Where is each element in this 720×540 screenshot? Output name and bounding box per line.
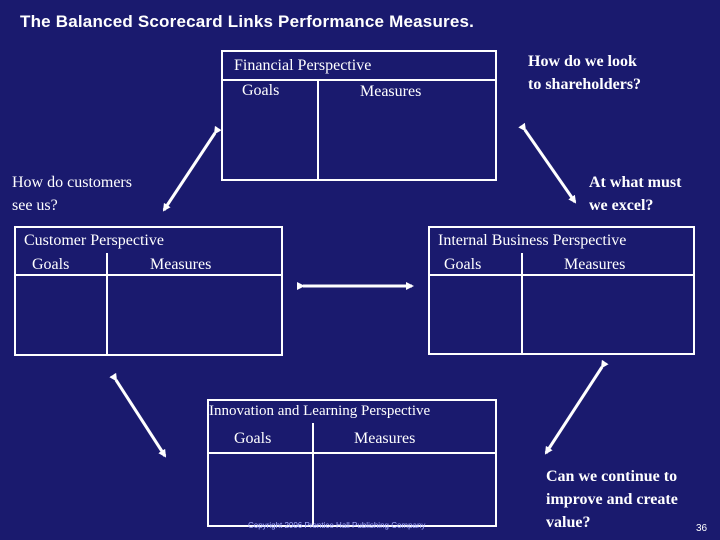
financial-header-rule — [223, 79, 495, 81]
financial-perspective-box — [221, 50, 497, 181]
financial-perspective-label: Financial Perspective — [234, 57, 372, 74]
slide-title: The Balanced Scorecard Links Performance… — [20, 12, 475, 31]
innovation-measures-label: Measures — [354, 430, 416, 447]
improve-question: Can we continue to improve and create va… — [546, 468, 678, 531]
copyright-notice: Copyright 2006 Prentice Hall Publishing … — [248, 521, 426, 530]
internal-perspective-box — [428, 226, 695, 355]
customer-measures-label: Measures — [150, 256, 212, 273]
financial-internal-arrow — [518, 122, 577, 204]
customer-goals-label: Goals — [32, 256, 70, 273]
financial-goals-label: Goals — [242, 82, 280, 99]
internal-innovation-arrow — [544, 359, 609, 455]
innovation-perspective-box — [207, 399, 497, 527]
customers-question: How do customers see us? — [12, 174, 132, 214]
internal-measures-label: Measures — [564, 256, 626, 273]
internal-header-rule — [430, 274, 693, 276]
internal-goals-label: Goals — [444, 256, 482, 273]
shareholders-question: How do we look to shareholders? — [528, 53, 642, 93]
internal-column-divider — [521, 253, 523, 353]
customer-column-divider — [106, 253, 108, 354]
innovation-column-divider — [312, 423, 314, 525]
innovation-perspective-label: Innovation and Learning Perspective — [209, 403, 431, 419]
page-number: 36 — [696, 523, 708, 534]
financial-measures-label: Measures — [360, 83, 422, 100]
excel-question: At what must we excel? — [589, 174, 682, 214]
customer-header-rule — [16, 274, 281, 276]
customer-innovation-arrow — [109, 372, 167, 458]
internal-perspective-label: Internal Business Perspective — [438, 232, 627, 249]
customer-perspective-box — [14, 226, 283, 356]
financial-customer-arrow — [162, 125, 222, 212]
innovation-goals-label: Goals — [234, 430, 272, 447]
financial-column-divider — [317, 80, 319, 179]
innovation-header-rule — [209, 452, 495, 454]
customer-perspective-label: Customer Perspective — [24, 232, 164, 249]
